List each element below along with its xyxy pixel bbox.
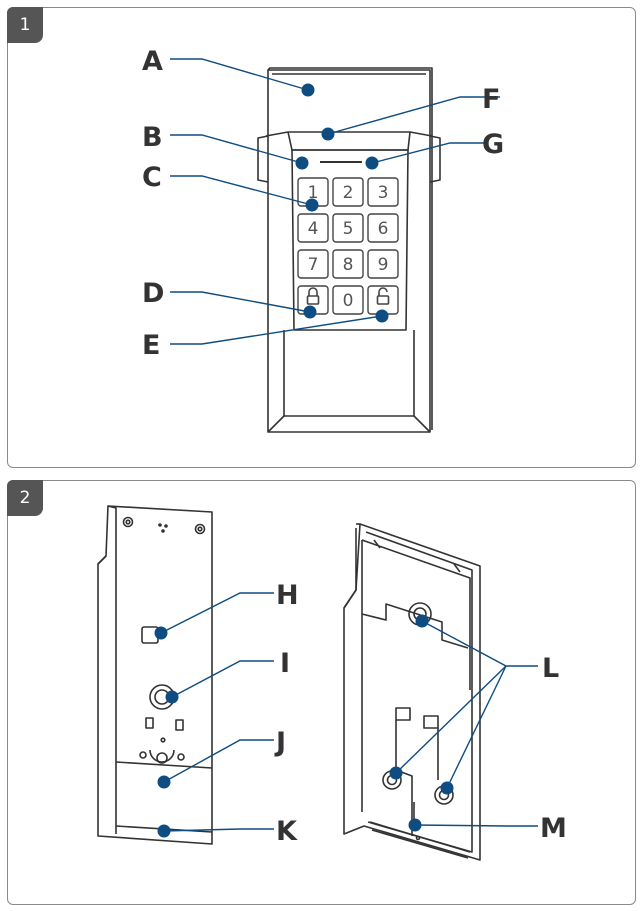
- panel1-callout-dots: [295, 83, 389, 323]
- key-label: 1: [308, 183, 319, 203]
- key-label: 2: [343, 183, 354, 203]
- key-label: 7: [308, 255, 319, 275]
- callout-label-e: E: [142, 330, 160, 361]
- callout-dot-k: [157, 824, 171, 838]
- callout-label-c: C: [142, 162, 162, 193]
- key-4: 4: [297, 213, 329, 243]
- callout-label-j: J: [274, 727, 286, 758]
- callout-dot-f: [321, 127, 335, 141]
- housing-inside-drawing: [343, 523, 481, 861]
- keypad-front-drawing: [257, 67, 441, 433]
- callout-label-a: A: [142, 46, 163, 77]
- callout-dot-a: [301, 83, 315, 97]
- panel2-callout-dots: [154, 614, 454, 838]
- key-label: 6: [378, 219, 389, 239]
- callout-label-m: M: [540, 813, 567, 844]
- key-0: 0: [332, 285, 364, 315]
- key-8: 8: [332, 249, 364, 279]
- callout-dot-g: [365, 156, 379, 170]
- key-label: 5: [343, 219, 354, 239]
- callout-label-i: I: [280, 648, 290, 679]
- callout-dot-d: [303, 305, 317, 319]
- key-label: 3: [378, 183, 389, 203]
- key-6: 6: [367, 213, 399, 243]
- key-label: 8: [343, 255, 354, 275]
- callout-dot-h: [154, 626, 168, 640]
- callout-label-d: D: [142, 278, 164, 309]
- panel1-callout-lines: [170, 58, 500, 345]
- key-3: 3: [367, 177, 399, 207]
- callout-dot-l2: [389, 766, 403, 780]
- callout-dot-m: [408, 818, 422, 832]
- key-9: 9: [367, 249, 399, 279]
- panel-2: 2: [7, 480, 636, 905]
- callout-label-k: K: [276, 816, 298, 847]
- key-label: 4: [308, 219, 319, 239]
- key-2: 2: [332, 177, 364, 207]
- callout-dot-b: [295, 156, 309, 170]
- callout-dot-l1: [415, 614, 429, 628]
- panel2-callout-labels: H I J K L M: [274, 580, 567, 847]
- callout-label-g: G: [482, 129, 504, 160]
- callout-dot-l3: [440, 781, 454, 795]
- callout-dot-c: [305, 198, 319, 212]
- callout-dot-j: [157, 775, 171, 789]
- callout-dot-e: [375, 309, 389, 323]
- key-7: 7: [297, 249, 329, 279]
- panel1-callout-labels: A B C D E F G: [142, 46, 504, 361]
- callout-label-h: H: [276, 580, 299, 611]
- key-label: 0: [343, 291, 354, 311]
- callout-dot-i: [165, 690, 179, 704]
- panel-number-badge: 2: [7, 480, 43, 516]
- back-plate-drawing: [97, 505, 213, 845]
- panel2-callout-lines: [160, 592, 538, 832]
- callout-label-b: B: [142, 122, 163, 153]
- panel-number-badge: 1: [7, 7, 43, 43]
- callout-label-f: F: [482, 84, 500, 115]
- key-label: 9: [378, 255, 389, 275]
- keypad-keys: 1 2 3 4 5 6 7 8 9 0: [297, 177, 399, 315]
- key-5: 5: [332, 213, 364, 243]
- callout-label-l: L: [542, 653, 559, 684]
